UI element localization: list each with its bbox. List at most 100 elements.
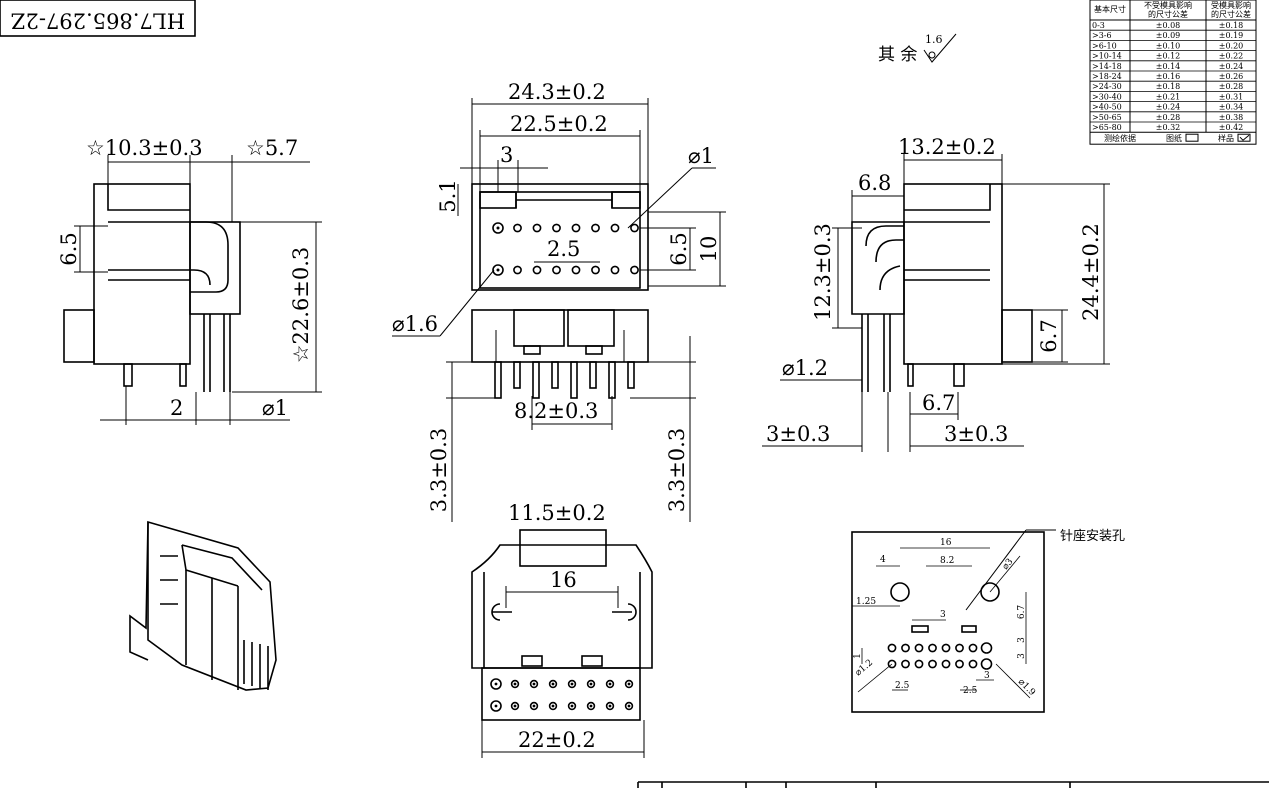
- right-h-24-4: 24.4±0.2: [1079, 223, 1103, 321]
- pin-hole: [513, 265, 522, 275]
- pin-hole: [567, 701, 577, 711]
- pcb-dia19: ⌀1.9: [1016, 677, 1037, 698]
- pcb-hole: [928, 659, 937, 669]
- pin-hole: [591, 265, 600, 275]
- right-pitch-right: 3±0.3: [944, 422, 1008, 446]
- pin: [627, 361, 635, 389]
- pcb-hole: [914, 659, 924, 669]
- roughness-note: 其 余 1.6: [878, 33, 957, 65]
- pcb-hole: [955, 643, 964, 653]
- pin-hole: [529, 679, 539, 689]
- front-pins: [494, 361, 635, 399]
- tol-row-mold: ±0.26: [1219, 72, 1244, 81]
- tol-header-basic: 基本尺寸: [1094, 4, 1126, 14]
- pin-hole: [571, 223, 581, 233]
- tol-row-range: >6-10: [1092, 41, 1117, 50]
- pin: [570, 361, 578, 399]
- tol-row-free: ±0.18: [1156, 82, 1181, 91]
- tol-footer-basis: 测绘依据: [1104, 133, 1136, 143]
- bottom-title-block: [637, 781, 1269, 788]
- roughness-value: 1.6: [925, 33, 943, 46]
- front-pitch3: 3: [500, 143, 513, 167]
- pin-hole: [605, 679, 615, 689]
- right-pitch-left: 3±0.3: [766, 422, 830, 446]
- pin-hole: [610, 265, 620, 275]
- tol-row-free: ±0.08: [1156, 21, 1181, 30]
- pcb-hole: [941, 659, 951, 669]
- roughness-label: 其 余: [878, 45, 917, 65]
- front-h-5-1: 5.1: [436, 179, 460, 212]
- pin-hole: [586, 679, 596, 689]
- left-pin-dia: ⌀1: [262, 396, 288, 420]
- left-h-total: ☆22.6±0.3: [289, 247, 313, 364]
- bottom-w-22: 22±0.2: [518, 728, 596, 752]
- pin-hole: [532, 265, 542, 275]
- tol-row-free: ±0.12: [1156, 52, 1181, 61]
- right-dia12: ⌀1.2: [782, 356, 828, 380]
- pcb-d6-7: 6.7: [1017, 605, 1027, 620]
- roughness-symbol-icon: [923, 33, 957, 63]
- pin-hole: [492, 222, 504, 234]
- right-w-top: 13.2±0.2: [898, 135, 996, 159]
- pcb-d3d: 3: [984, 671, 990, 681]
- tol-row-free: ±0.21: [1156, 92, 1181, 101]
- pcb-hole: [968, 643, 978, 653]
- pcb-d1-25: 1.25: [856, 597, 876, 607]
- pcb-hole: [901, 659, 910, 669]
- pin-hole: [571, 265, 581, 275]
- pin-hole: [490, 678, 502, 690]
- pin: [608, 361, 616, 399]
- pcb-d3a: 3: [940, 610, 946, 620]
- pcb-hole: [980, 642, 993, 654]
- pcb-holes: [887, 642, 993, 670]
- right-side-view: 13.2±0.2 6.8 12.3±0.3 24.4±0.2 6.7 ⌀1.2 …: [762, 135, 1110, 452]
- pin-hole: [532, 223, 542, 233]
- pcb-hole: [941, 643, 951, 653]
- pcb-title: 针座安装孔: [1060, 529, 1125, 544]
- front-h-right: 3.3±0.3: [665, 428, 689, 512]
- right-w-6-8: 6.8: [858, 171, 891, 195]
- sample-checkbox-icon: [1237, 133, 1251, 142]
- bottom-w-top: 11.5±0.2: [508, 501, 606, 525]
- pcb-d2-5a: 2.5: [895, 681, 910, 691]
- pcb-hole: [914, 643, 924, 653]
- pin-hole: [567, 679, 577, 689]
- tol-row-free: ±0.24: [1156, 103, 1181, 112]
- front-h-10: 10: [697, 236, 721, 263]
- tol-header-free: 不受模具影响的尺寸公差: [1144, 0, 1192, 19]
- pin-hole: [552, 223, 561, 233]
- tolerance-table: 基本尺寸不受模具影响的尺寸公差受模具影响的尺寸公差0-3±0.08±0.18>3…: [1089, 0, 1257, 145]
- pin-hole: [510, 679, 520, 689]
- right-h-6-7: 6.7: [1037, 319, 1061, 352]
- tol-row-free: ±0.28: [1156, 113, 1181, 122]
- right-h-12-3: 12.3±0.3: [811, 223, 835, 321]
- left-pitch: 2: [170, 396, 183, 420]
- part-number: HL7.865.297-2Z: [11, 9, 185, 33]
- left-w-right: ☆5.7: [246, 136, 298, 160]
- pcb-d16: 16: [940, 538, 952, 548]
- tol-row-range: >30-40: [1092, 92, 1122, 101]
- pin-hole: [529, 701, 539, 711]
- bottom-pin-holes: [490, 678, 634, 712]
- pin-hole: [605, 701, 615, 711]
- pcb-hole: [955, 659, 964, 669]
- front-h-left: 3.3±0.3: [427, 428, 451, 512]
- front-view: 24.3±0.2 22.5±0.2 3 5.1 ⌀1 2.5 6.5 10 ⌀1…: [392, 80, 726, 522]
- front-dia1: ⌀1: [688, 144, 714, 168]
- pin-hole: [492, 264, 504, 276]
- pcb-d2-5b: 2.5: [963, 686, 978, 696]
- pcb-dia12: ⌀1.2: [854, 658, 876, 678]
- pcb-hole: [980, 658, 993, 670]
- right-w-6-7: 6.7: [922, 391, 955, 415]
- pin-hole: [513, 223, 522, 233]
- tol-row-range: >65-80: [1092, 123, 1122, 132]
- pcb-layout: 针座安装孔 16 8.2 4 1.25 3 6.7 3 3 1 2.5 2.5 …: [851, 529, 1125, 713]
- left-side-view: ☆10.3±0.3 ☆5.7 6.5 ☆22.6±0.3 2 ⌀1: [57, 136, 322, 425]
- tol-row-free: ±0.32: [1156, 123, 1181, 132]
- tol-row-mold: ±0.34: [1219, 103, 1244, 112]
- isometric-view: [129, 520, 277, 691]
- pin: [513, 361, 521, 389]
- tol-row-mold: ±0.28: [1219, 82, 1244, 91]
- tol-row-mold: ±0.31: [1219, 92, 1244, 101]
- pin-hole: [586, 701, 596, 711]
